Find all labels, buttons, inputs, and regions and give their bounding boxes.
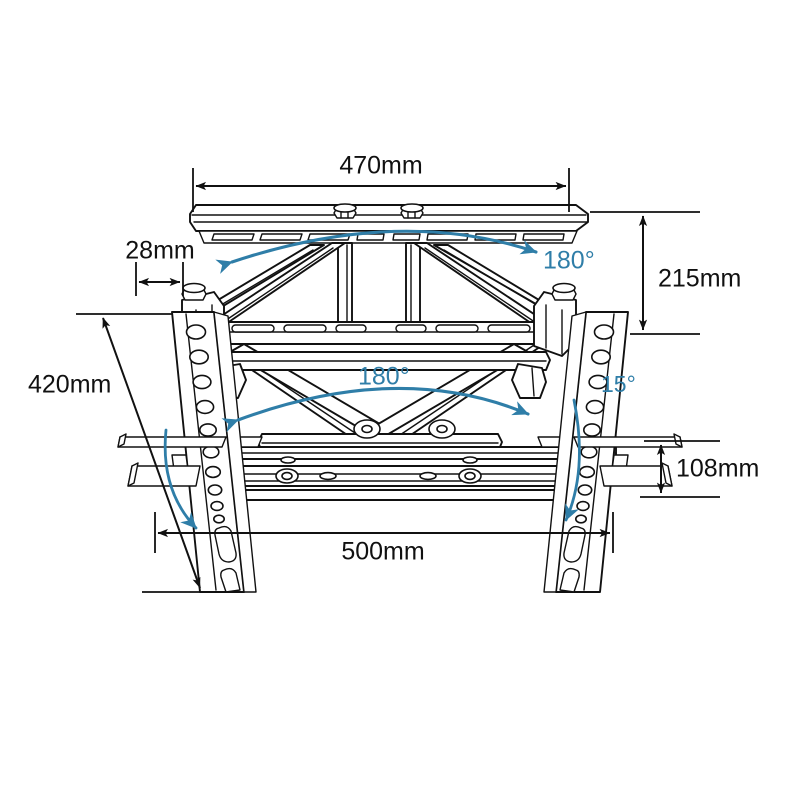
pivot-bolt-right <box>551 282 577 301</box>
swivel-arm-arc <box>221 386 530 433</box>
plate-bolt-right <box>400 203 424 219</box>
dimension-215mm: 215mm <box>590 211 741 335</box>
plate-slots <box>211 233 565 241</box>
fixing-screw-right <box>458 468 482 484</box>
tv-mounting-plate <box>189 203 589 244</box>
fixing-screw-left <box>275 468 299 484</box>
angle-15-tilt-label: 15° <box>601 371 636 397</box>
swivel-top-arc <box>215 229 538 274</box>
dimension-28mm: 28mm <box>125 237 195 296</box>
dimension-108mm: 108mm <box>640 440 759 498</box>
dimension-28mm-label: 28mm <box>125 237 194 265</box>
dimension-470mm: 470mm <box>192 152 570 212</box>
dimension-470mm-label: 470mm <box>339 152 422 180</box>
arm-stop-right <box>511 363 547 399</box>
cross-bar-slots <box>231 324 531 333</box>
lower-bars <box>189 436 617 501</box>
dimension-500mm-label: 500mm <box>341 538 424 566</box>
right-rail-rotation-arrow <box>564 398 581 522</box>
dimension-420mm: 420mm <box>28 313 238 593</box>
dimension-108mm-label: 108mm <box>676 455 759 483</box>
base-pivot-right <box>428 419 456 439</box>
cross-bar-upper <box>201 321 557 345</box>
plate-bolt-left <box>333 203 357 219</box>
angle-180-arm-label: 180° <box>358 363 410 391</box>
base-pivot-left <box>353 419 381 439</box>
dimension-215mm-label: 215mm <box>658 265 741 293</box>
wall-rail-right <box>543 311 629 593</box>
angle-180-top-label: 180° <box>543 247 595 275</box>
dimension-500mm: 500mm <box>154 512 614 566</box>
pivot-bolt-left <box>181 282 207 301</box>
dimension-420mm-label: 420mm <box>28 371 111 399</box>
